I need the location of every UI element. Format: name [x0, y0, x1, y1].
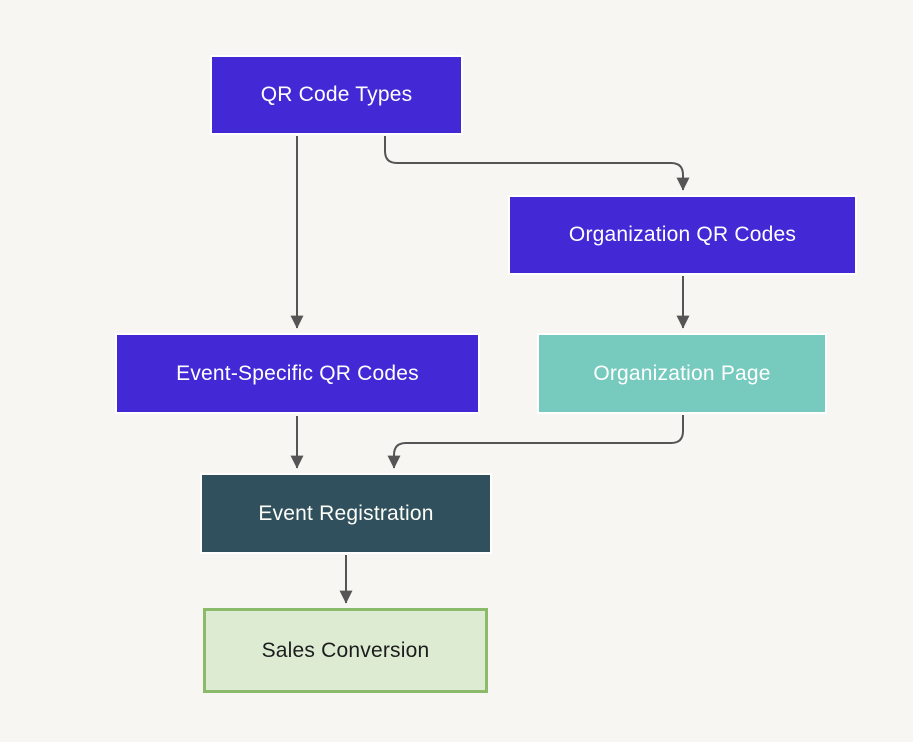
- node-label: Sales Conversion: [261, 638, 430, 662]
- node-label: Event-Specific QR Codes: [176, 361, 419, 385]
- node-label: QR Code Types: [260, 83, 413, 106]
- edge-qr-types-to-organization-qr: [384, 136, 690, 191]
- node-organization-page: Organization Page: [537, 333, 827, 414]
- node-label: Organization QR Codes: [568, 223, 797, 246]
- node-event-registration: Event Registration: [200, 473, 492, 554]
- node-event-specific-qr-codes: Event-Specific QR Codes: [115, 333, 480, 414]
- edge-organization-page-to-event-registration: [387, 415, 684, 469]
- node-label: Event Registration: [258, 501, 434, 525]
- node-label: Organization Page: [593, 361, 771, 385]
- node-sales-conversion: Sales Conversion: [203, 608, 488, 693]
- node-organization-qr-codes: Organization QR Codes: [508, 195, 857, 275]
- node-qr-code-types: QR Code Types: [210, 55, 463, 135]
